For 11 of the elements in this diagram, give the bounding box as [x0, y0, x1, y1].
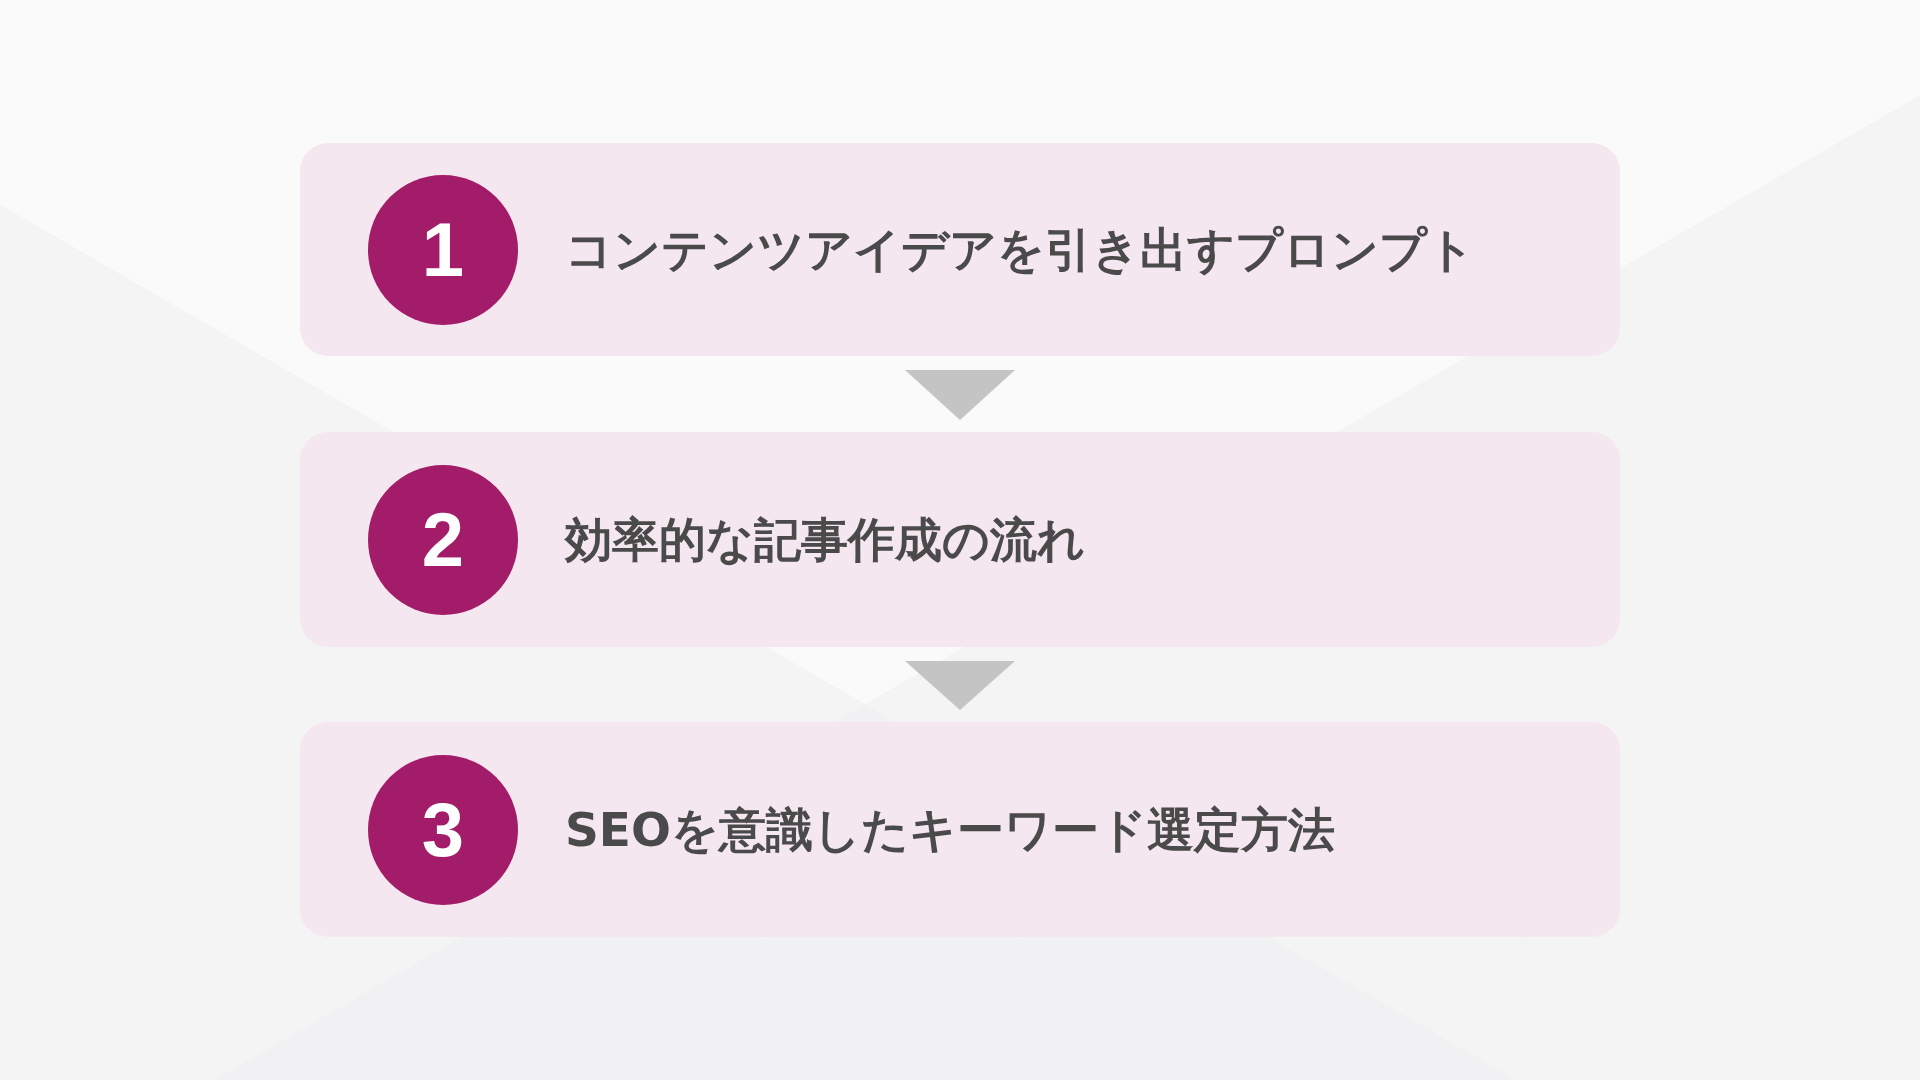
number-circle: 1 [368, 175, 518, 325]
step-title: コンテンツアイデアを引き出すプロンプト [565, 221, 1475, 278]
step-title: 効率的な記事作成の流れ [565, 511, 1085, 568]
step-title: SEOを意識したキーワード選定方法 [565, 801, 1335, 858]
step-box [300, 722, 1620, 937]
number-circle: 3 [368, 755, 518, 905]
down-arrow [905, 370, 1015, 420]
step-box [300, 432, 1620, 647]
down-arrow [905, 661, 1015, 710]
step-box [300, 143, 1620, 356]
number-circle: 2 [368, 465, 518, 615]
